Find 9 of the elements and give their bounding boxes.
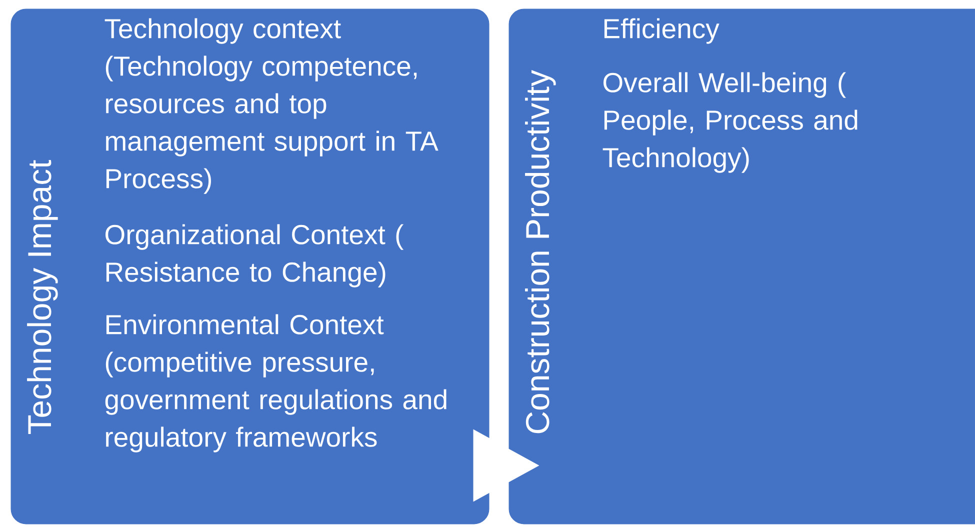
body-text: Technology context (Technology competence, resources and top management support in TA Process) [104,18,438,194]
body-text: Efficiency [604,18,720,44]
body-text: Environmental Context (competitive pressure, government regulations and regulatory frameworks [105,314,446,452]
rounded-box [507,7,975,526]
heading: Technology Impact [27,160,58,434]
body-text: Organizational Context ( Resistance to Change) [106,224,404,288]
heading: Construction Productivity [525,70,556,434]
rounded-box [9,7,491,526]
body-text: Overall Well-being ( People, Process and Technology) [602,72,858,173]
